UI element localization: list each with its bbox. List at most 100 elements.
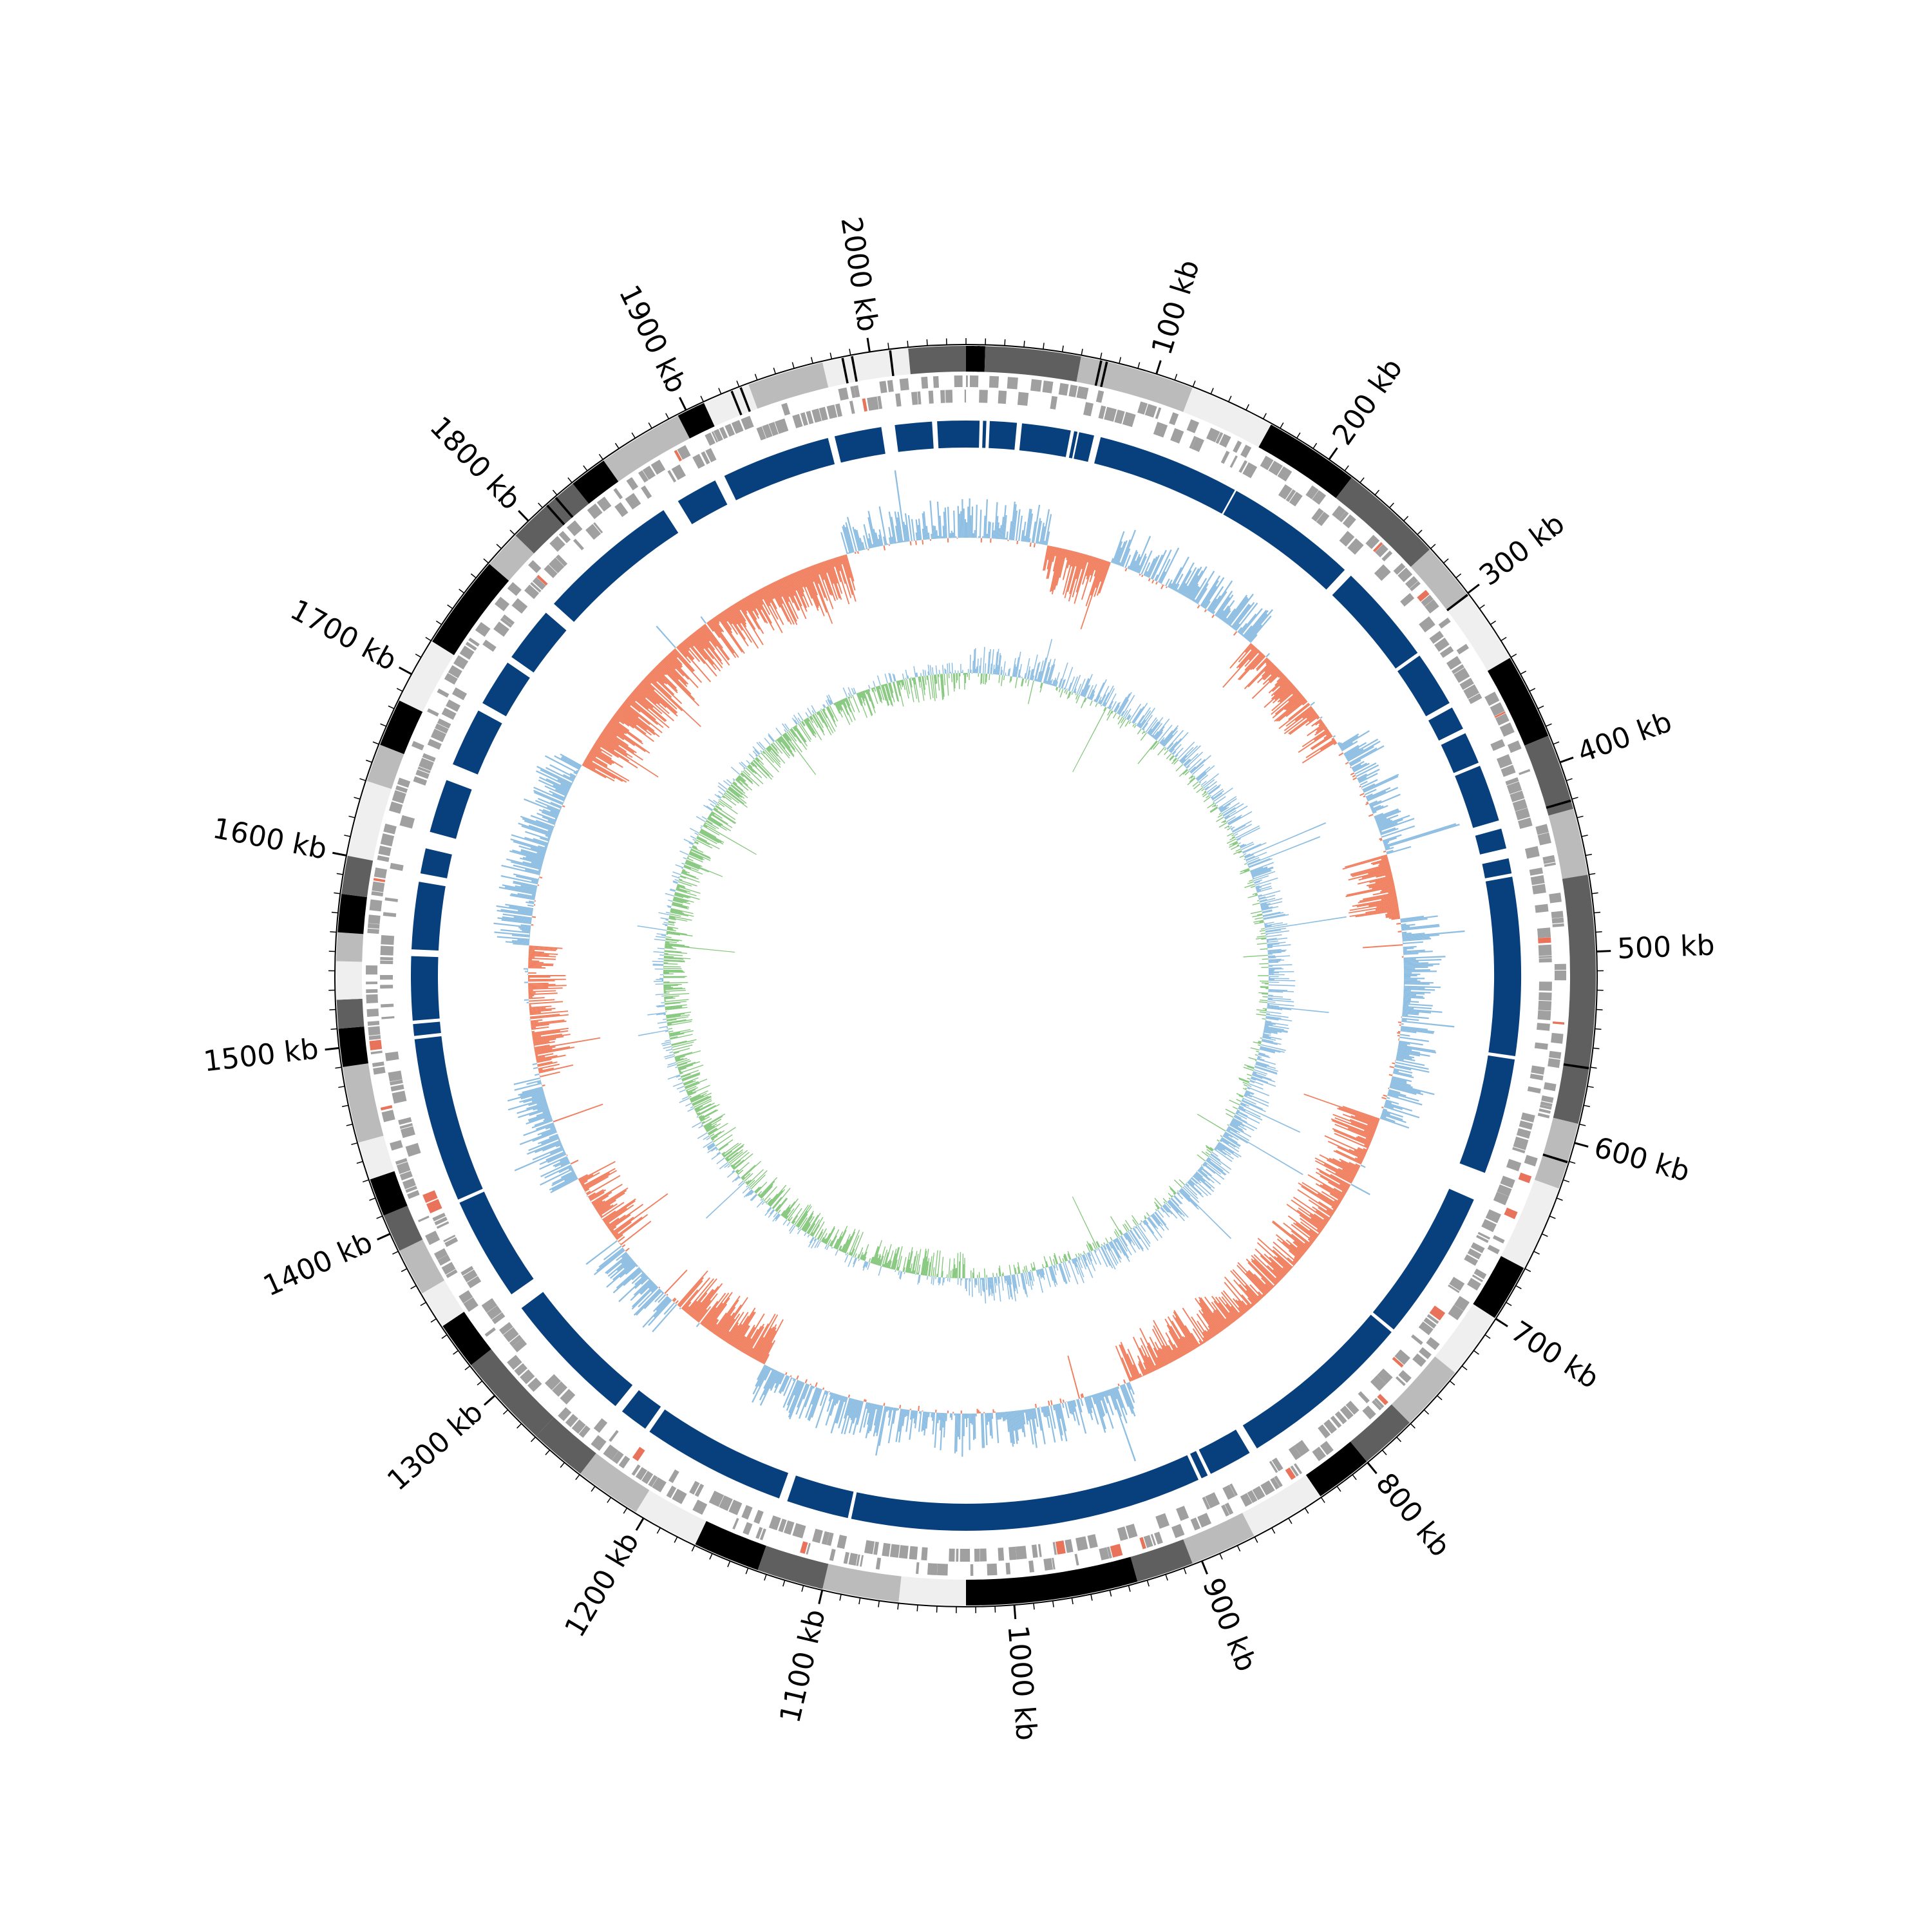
gc-content-bar xyxy=(1272,684,1294,704)
gc-skew-bar xyxy=(1245,1091,1254,1095)
gc-skew-bar xyxy=(992,1277,995,1301)
gc-content-bar xyxy=(1376,817,1387,823)
gc-content-bar xyxy=(1221,608,1231,621)
gc-content-bar xyxy=(1334,1123,1373,1141)
gc-content-bar xyxy=(683,1302,692,1311)
gene-feature xyxy=(371,891,384,897)
gc-skew-bar xyxy=(684,864,699,871)
gc-skew-bar xyxy=(768,1193,778,1206)
gc-content-bar xyxy=(1276,1256,1291,1271)
gc-content-bar xyxy=(1359,893,1397,902)
gc-skew-bar xyxy=(1238,1106,1261,1118)
gc-skew-bar xyxy=(665,944,735,953)
gc-skew-bar xyxy=(998,655,1002,675)
gc-content-bar xyxy=(1247,1271,1269,1293)
gc-content-bar xyxy=(842,526,851,554)
gc-skew-bar xyxy=(1209,1147,1214,1150)
gc-content-bar xyxy=(845,522,855,553)
gc-content-bar xyxy=(1318,722,1324,726)
gc-content-bar xyxy=(636,1265,638,1267)
gc-skew-bar xyxy=(1184,1185,1198,1200)
gc-skew-bar xyxy=(665,945,672,947)
gc-content-bar xyxy=(510,838,547,851)
gc-skew-bar xyxy=(1267,944,1291,948)
gc-skew-bar xyxy=(756,1200,764,1208)
gc-skew-bar xyxy=(1204,790,1206,793)
gc-skew-bar xyxy=(663,985,678,987)
gene-feature xyxy=(731,420,744,434)
gc-content-bar xyxy=(1381,1113,1406,1123)
gc-skew-bar xyxy=(1209,1155,1222,1166)
gc-skew-bar xyxy=(931,1276,933,1284)
gc-content-bar xyxy=(1165,578,1170,587)
gc-content-bar xyxy=(1357,768,1380,781)
gc-content-bar xyxy=(1356,1136,1371,1144)
gc-skew-bar xyxy=(1189,766,1196,773)
gc-content-bar xyxy=(786,1379,799,1406)
gc-skew-bar xyxy=(1245,1090,1255,1095)
gc-content-bar xyxy=(780,578,790,598)
gc-skew-bar xyxy=(985,674,988,683)
gc-skew-bar xyxy=(996,665,999,675)
gc-skew-bar xyxy=(810,715,819,728)
contig-segment xyxy=(1446,594,1510,671)
gc-skew-bar xyxy=(692,846,704,853)
gc-content-bar xyxy=(1208,598,1218,612)
gc-skew-bar xyxy=(1045,681,1048,684)
gc-content-bar xyxy=(656,1296,670,1311)
gc-content-bar xyxy=(1273,1269,1283,1279)
gc-content-bar xyxy=(775,580,798,625)
gc-skew-bar xyxy=(973,649,975,674)
gc-skew-bar xyxy=(742,1173,751,1181)
gc-content-bar xyxy=(1232,1298,1246,1314)
gc-skew-bar xyxy=(811,705,817,714)
gc-skew-bar xyxy=(687,1091,693,1095)
gc-content-bar xyxy=(1146,1345,1159,1370)
gc-content-bar xyxy=(828,1392,833,1402)
gc-skew-bar xyxy=(826,1227,835,1245)
gc-content-bar xyxy=(634,1276,649,1289)
gc-content-bar xyxy=(1323,1218,1329,1223)
blast-hit-block xyxy=(1482,858,1512,878)
gc-content-bar xyxy=(535,1048,553,1053)
gc-content-bar xyxy=(1318,1201,1336,1213)
gc-content-bar xyxy=(1400,918,1428,923)
gc-skew-bar xyxy=(662,923,668,925)
gc-content-bar xyxy=(1264,667,1278,681)
gc-content-bar xyxy=(925,1412,929,1429)
gc-content-bar xyxy=(648,1299,672,1326)
gene-feature xyxy=(898,1545,909,1559)
gc-content-bar xyxy=(1252,655,1266,670)
gene-feature xyxy=(956,1548,959,1562)
gc-skew-bar xyxy=(666,1013,685,1017)
gc-skew-bar xyxy=(714,793,721,799)
gene-feature xyxy=(641,1470,654,1484)
gene-feature xyxy=(500,618,513,628)
gene-feature xyxy=(544,1374,561,1390)
gc-skew-bar xyxy=(701,1118,712,1124)
gene-feature xyxy=(1170,428,1184,444)
gc-content-bar xyxy=(1238,1283,1257,1304)
gc-content-bar xyxy=(777,580,790,602)
contig-segment xyxy=(341,855,374,898)
gc-content-bar xyxy=(535,1053,554,1058)
gc-content-bar xyxy=(844,1396,847,1403)
gene-feature xyxy=(436,1221,450,1229)
gc-skew-bar xyxy=(1139,1223,1146,1232)
gc-skew-bar xyxy=(692,846,698,849)
gc-content-bar xyxy=(623,1269,642,1287)
gc-content-bar xyxy=(1390,1083,1435,1095)
gc-skew-bar xyxy=(1260,901,1283,907)
gc-skew-bar xyxy=(1137,740,1157,764)
gc-skew-bar xyxy=(697,835,699,837)
gc-content-bar xyxy=(841,555,857,602)
gc-skew-bar xyxy=(822,1238,826,1243)
gene-feature xyxy=(1524,846,1540,859)
gc-content-bar xyxy=(528,992,536,994)
gc-skew-bar xyxy=(857,692,867,718)
gc-content-bar xyxy=(1027,513,1034,543)
gc-content-bar xyxy=(763,1368,775,1389)
gc-skew-bar xyxy=(1075,694,1079,700)
gc-skew-bar xyxy=(677,1061,696,1068)
gc-skew-bar xyxy=(1144,1217,1146,1220)
